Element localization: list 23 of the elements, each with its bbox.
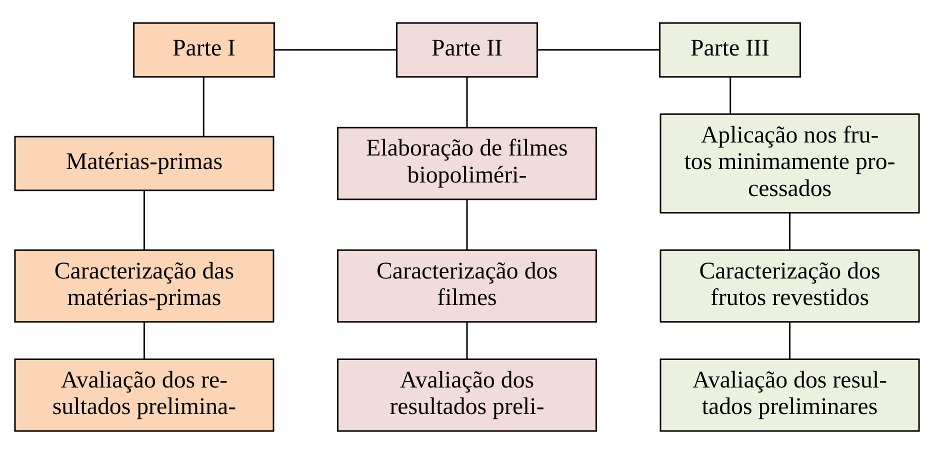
node-box: Caracterização dos frutos revestidos — [659, 248, 920, 322]
node-box: Matérias-primas — [14, 135, 274, 191]
connector — [142, 322, 144, 358]
connector — [274, 48, 396, 50]
connector — [788, 212, 790, 250]
node-box: Elaboração de filmes biopoliméri- — [336, 126, 596, 200]
node-box: Avaliação dos resultados preli- — [336, 358, 596, 432]
connector — [466, 199, 468, 250]
connector — [729, 76, 731, 114]
node-box: Aplicação nos fru- tos minimamente pro- cessados — [659, 112, 920, 214]
connector — [142, 190, 144, 250]
connector — [466, 76, 468, 127]
node-box: Caracterização dos filmes — [336, 248, 596, 322]
connector — [466, 322, 468, 358]
node-box: Avaliação dos resul- tados preliminares — [659, 358, 920, 432]
node-box: Parte I — [132, 22, 274, 78]
node-box: Parte II — [396, 22, 538, 78]
node-box: Avaliação dos re- sultados prelimina- — [14, 358, 274, 432]
node-box: Caracterização das matérias-primas — [14, 248, 274, 322]
connector — [202, 76, 204, 136]
node-box: Parte III — [658, 22, 800, 78]
connector — [536, 48, 659, 50]
connector — [788, 322, 790, 358]
